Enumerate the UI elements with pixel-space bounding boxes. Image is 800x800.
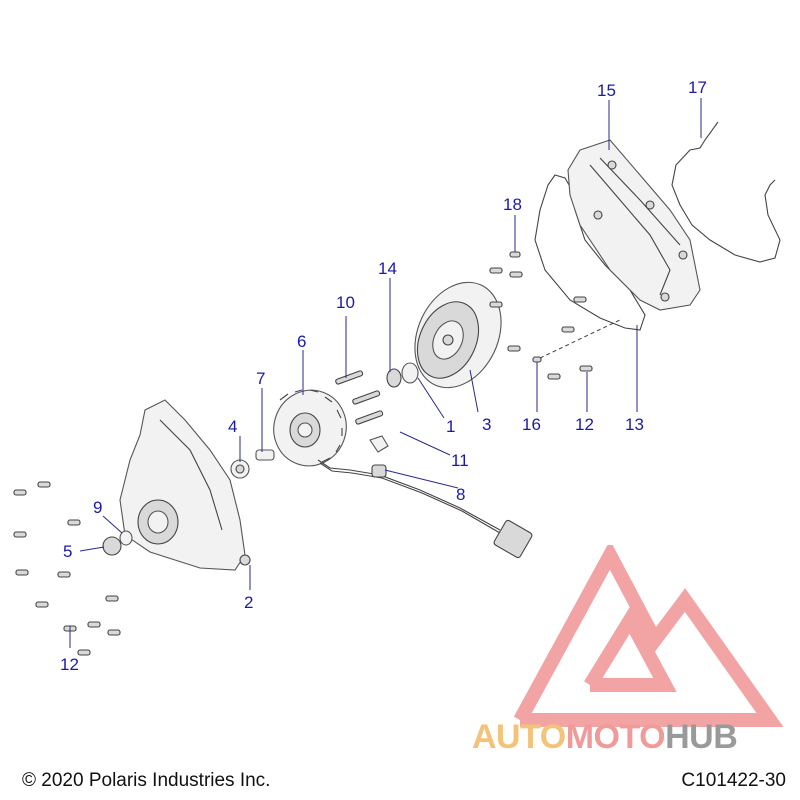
callout-16: 16 [522,415,541,434]
callout-12-right: 12 [575,415,594,434]
callout-17: 17 [688,78,707,97]
harness-connector [493,519,533,559]
automotohub-watermark-logo [513,545,784,727]
seal-5 [102,536,122,556]
callout-4: 4 [228,417,237,436]
flywheel-3 [414,281,502,389]
watermark-text: AUTOMOTOHUB [472,718,738,756]
stator-harness-8 [317,459,501,531]
callout-15: 15 [597,81,616,100]
bolts-10 [335,370,384,425]
stator-housing-2 [119,399,251,571]
callout-12-left: 12 [60,655,79,674]
oring-9 [119,530,133,546]
callout-7: 7 [256,369,265,388]
clip-11 [369,435,389,453]
callout-8: 8 [456,485,465,504]
crankcase-cover-15 [567,139,701,311]
callout-14: 14 [378,259,397,278]
copyright-text: © 2020 Polaris Industries Inc. [22,770,271,791]
pickup-7 [255,449,275,461]
dowel-16 [532,356,542,363]
callout-3: 3 [482,415,491,434]
gasket-17 [671,121,781,263]
callout-13: 13 [625,415,644,434]
callout-10: 10 [336,293,355,312]
callout-5: 5 [63,542,72,561]
nut-14 [386,368,402,388]
washer-1 [401,362,419,384]
bolt-18 [509,251,521,258]
bolts-12-left [13,481,121,656]
callout-11: 11 [451,451,469,470]
callout-18: 18 [503,195,522,214]
callout-1: 1 [446,417,455,436]
figure-number: C101422-30 [681,770,786,791]
callout-2: 2 [244,593,253,612]
bolts-12-right [489,267,593,380]
callout-9: 9 [93,498,102,517]
dowel-line-16 [539,319,621,359]
grommet-8 [371,464,387,478]
stator-6 [273,389,347,467]
callout-6: 6 [297,332,306,351]
